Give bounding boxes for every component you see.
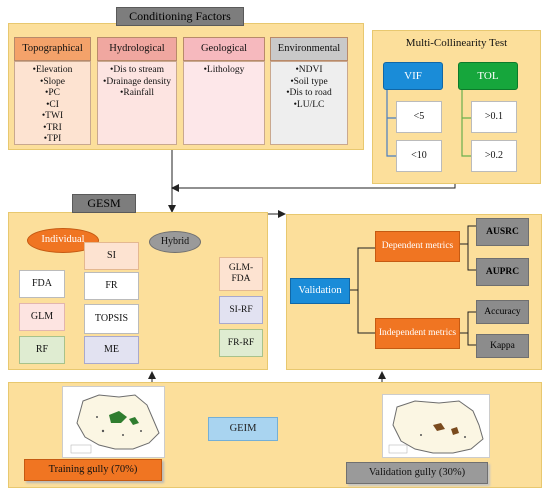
- model-si: SI: [84, 242, 139, 270]
- training-map: [62, 386, 165, 458]
- dependent-metrics: Dependent metrics: [375, 231, 460, 262]
- metric-auprc: AUPRC: [476, 258, 529, 286]
- vif-value-1: <5: [396, 101, 442, 133]
- gesm-title: GESM: [72, 194, 136, 213]
- factor-item: •TPI: [43, 134, 62, 145]
- tol-value-2: >0.2: [471, 140, 517, 172]
- multicollinearity-title: Multi-Collinearity Test: [405, 36, 508, 49]
- category-body-hydrological: •Dis to stream•Drainage density•Rainfall: [97, 61, 177, 145]
- conditioning-factors-title: Conditioning Factors: [116, 7, 244, 26]
- validation-map-image: [388, 400, 484, 454]
- metric-accuracy: Accuracy: [476, 300, 529, 324]
- hybrid-si-rf: SI-RF: [219, 296, 263, 324]
- hybrid-glm-fda: GLM-FDA: [219, 257, 263, 291]
- independent-metrics: Independent metrics: [375, 318, 460, 349]
- factor-item: •Lithology: [203, 65, 245, 75]
- validation-gully-label: Validation gully (30%): [346, 462, 488, 484]
- arrow-mct-to-flow: [171, 183, 456, 192]
- hybrid-fr-rf: FR-RF: [219, 329, 263, 357]
- category-head-topographical: Topographical: [14, 37, 91, 61]
- factor-item: •Elevation: [32, 65, 73, 75]
- category-head-environmental: Environmental: [270, 37, 348, 61]
- factor-item: •NDVI: [295, 65, 323, 75]
- model-fda: FDA: [19, 270, 65, 298]
- training-map-image: [70, 394, 160, 454]
- factor-item: •CI: [46, 99, 59, 110]
- category-body-geological: •Lithology: [183, 61, 265, 145]
- factor-item: •Rainfall: [120, 88, 154, 99]
- category-head-hydrological: Hydrological: [97, 37, 177, 61]
- factor-item: •Dis to road: [286, 88, 332, 99]
- model-me: ME: [84, 336, 139, 364]
- model-glm: GLM: [19, 303, 65, 331]
- tol-value-1: >0.1: [471, 101, 517, 133]
- model-fr: FR: [84, 272, 139, 300]
- factor-item: •TWI: [41, 111, 64, 122]
- vif-value-2: <10: [396, 140, 442, 172]
- tol-label: TOL: [458, 62, 518, 90]
- model-rf: RF: [19, 336, 65, 364]
- metric-ausrc: AUSRC: [476, 218, 529, 246]
- category-body-topographical: •Elevation•Slope•PC•CI•TWI•TRI•TPI: [14, 61, 91, 145]
- category-head-geological: Geological: [183, 37, 265, 61]
- factor-item: •TRI: [43, 122, 62, 133]
- factor-item: •Slope: [40, 76, 65, 87]
- factor-item: •Drainage density: [103, 76, 171, 87]
- vif-label: VIF: [383, 62, 443, 90]
- category-body-environmental: •NDVI•Soil type•Dis to road•LU/LC: [270, 61, 348, 145]
- model-topsis: TOPSIS: [84, 304, 139, 334]
- geim-label: GEIM: [208, 417, 278, 441]
- validation-label: Validation: [290, 278, 350, 304]
- factor-item: •Dis to stream: [110, 65, 164, 75]
- validation-map: [382, 394, 490, 458]
- factor-item: •PC: [45, 88, 60, 99]
- training-gully-label: Training gully (70%): [24, 459, 162, 481]
- individual-badge: Individual: [27, 228, 99, 253]
- factor-item: •LU/LC: [293, 99, 325, 110]
- metric-kappa: Kappa: [476, 334, 529, 358]
- hybrid-badge: Hybrid: [149, 231, 201, 253]
- factor-item: •Soil type: [290, 76, 328, 87]
